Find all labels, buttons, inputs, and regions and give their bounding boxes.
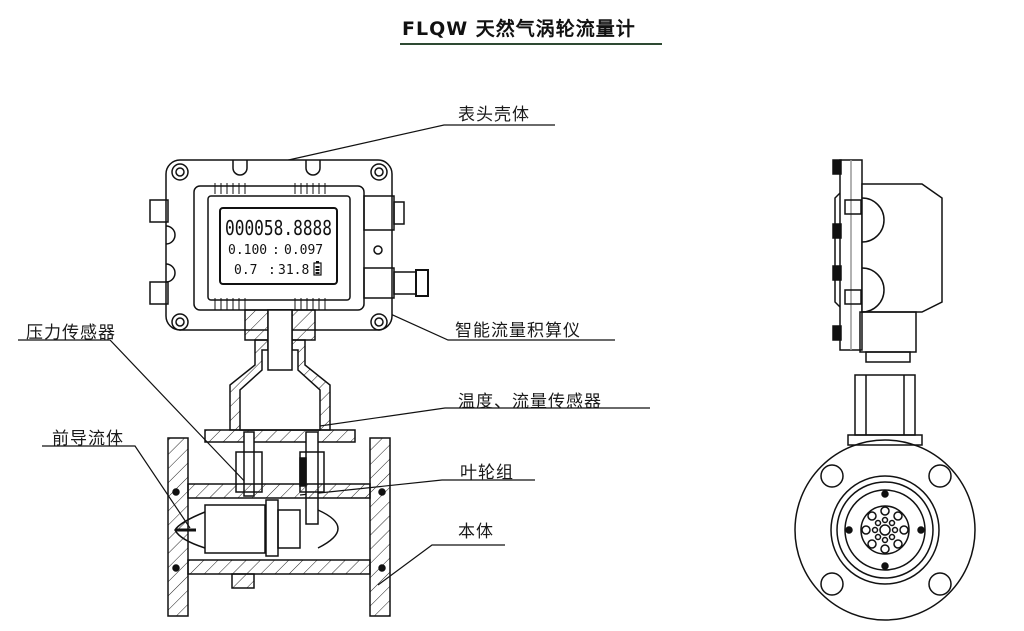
lcd-row2-right: 0.097 xyxy=(284,243,323,258)
impeller xyxy=(265,499,279,557)
leader-body xyxy=(377,544,505,586)
leader-temp-flow-sensor xyxy=(312,407,650,428)
temp-sensor-probe xyxy=(305,431,319,525)
callout-impeller: 叶轮组 xyxy=(460,463,514,483)
leader-housing xyxy=(283,124,555,162)
diagram-title: FLQW 天然气涡轮流量计 xyxy=(402,18,636,40)
lcd-total: 000058.8888 xyxy=(225,216,332,240)
callout-body: 本体 xyxy=(458,522,494,542)
lcd-row2-left: 0.100 xyxy=(228,243,267,258)
lcd-display: 000058.8888 0.100 : 0.097 0.7 : 31.8 xyxy=(225,216,332,278)
flange-face xyxy=(794,439,976,621)
lcd-row3-left: 0.7 xyxy=(234,263,257,278)
callout-computer: 智能流量积算仪 xyxy=(455,321,581,341)
battery-icon xyxy=(313,261,322,276)
impeller-rosette xyxy=(860,505,910,555)
callout-pressure-sensor: 压力传感器 xyxy=(26,323,116,343)
lcd-screen xyxy=(219,207,338,285)
side-view xyxy=(794,159,976,621)
title-underline xyxy=(400,43,662,45)
right-flange xyxy=(369,437,391,617)
lcd-row3-sep: : xyxy=(268,263,276,278)
callout-temp-flow-sensor: 温度、流量传感器 xyxy=(458,392,602,412)
callout-housing: 表头壳体 xyxy=(458,105,530,125)
housing-screws xyxy=(171,163,388,331)
lcd-row2-sep: : xyxy=(272,243,280,258)
lcd-row3-right: 31.8 xyxy=(278,263,309,278)
section-view xyxy=(149,159,429,617)
leader-pressure-sensor xyxy=(18,339,251,488)
callout-front-flow-body: 前导流体 xyxy=(52,429,124,449)
